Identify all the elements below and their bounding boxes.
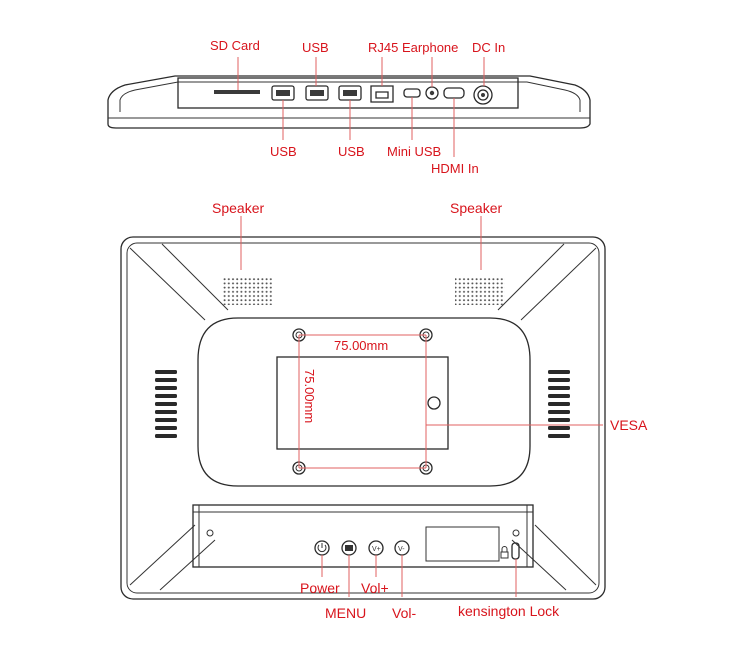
center-mount-area — [197, 317, 531, 487]
panel-screw-right — [512, 529, 520, 537]
label-usb-bottom-1: USB — [270, 144, 297, 159]
usb-port-2-tongue — [310, 90, 324, 96]
dc-in-jack — [473, 85, 493, 105]
menu-icon — [345, 545, 353, 551]
mini-usb-port — [403, 88, 421, 98]
label-earphone: Earphone — [402, 40, 458, 55]
dc-in-jack-ring — [477, 89, 489, 101]
control-panel-frame — [192, 504, 534, 568]
label-sd-card: SD Card — [210, 38, 260, 53]
diagonal-ribs — [129, 243, 597, 591]
vesa-dimension-lines — [298, 334, 603, 469]
label-vol-minus: Vol- — [392, 605, 416, 621]
hdmi-port — [443, 87, 465, 99]
label-kensington-lock: kensington Lock — [458, 603, 560, 619]
speaker-grille-right — [455, 277, 505, 305]
vent-left — [155, 370, 177, 438]
label-dc-in: DC In — [472, 40, 505, 55]
center-screw — [427, 396, 441, 410]
dim-horizontal: 75.00mm — [334, 338, 388, 353]
lock-icon — [500, 546, 509, 559]
usb-port-3-tongue — [343, 90, 357, 96]
label-power: Power — [300, 580, 340, 596]
top-edge-outline — [107, 75, 591, 129]
power-icon — [317, 543, 327, 553]
panel-screw-left — [206, 529, 214, 537]
label-usb-top: USB — [302, 40, 329, 55]
usb-port-2 — [305, 85, 329, 101]
back-view: 75.00mm 75.00mm VESA Speaker Speaker V+ … — [120, 200, 648, 621]
label-hdmi-in: HDMI In — [431, 161, 479, 176]
vol-minus-icon: V- — [398, 546, 405, 553]
back-body-outline — [120, 236, 606, 600]
label-usb-bottom-2: USB — [338, 144, 365, 159]
label-speaker-left: Speaker — [212, 200, 264, 216]
label-vesa: VESA — [610, 417, 648, 433]
earphone-jack-hole — [429, 90, 435, 96]
label-mini-usb: Mini USB — [387, 144, 441, 159]
top-edge-view: SD Card USB RJ45 Earphone DC In USB USB … — [107, 38, 591, 176]
control-panel: V+ V- — [192, 504, 534, 568]
back-body-inner — [126, 242, 600, 594]
vol-plus-icon: V+ — [372, 546, 381, 553]
vent-right — [548, 370, 570, 438]
dim-vertical: 75.00mm — [302, 369, 317, 423]
label-menu: MENU — [325, 605, 366, 621]
label-speaker-right: Speaker — [450, 200, 502, 216]
top-edge-inner — [119, 81, 581, 112]
label-vol-plus: Vol+ — [361, 580, 389, 596]
label-plate — [425, 526, 500, 562]
rj45-port — [370, 85, 394, 103]
sd-card-slot — [214, 90, 260, 94]
label-rj45: RJ45 — [368, 40, 398, 55]
dc-in-jack-pin — [481, 93, 485, 97]
speaker-grille-left — [222, 277, 272, 305]
usb-port-1-tongue — [276, 90, 290, 96]
vesa-recess — [276, 356, 449, 450]
port-panel — [177, 77, 519, 109]
